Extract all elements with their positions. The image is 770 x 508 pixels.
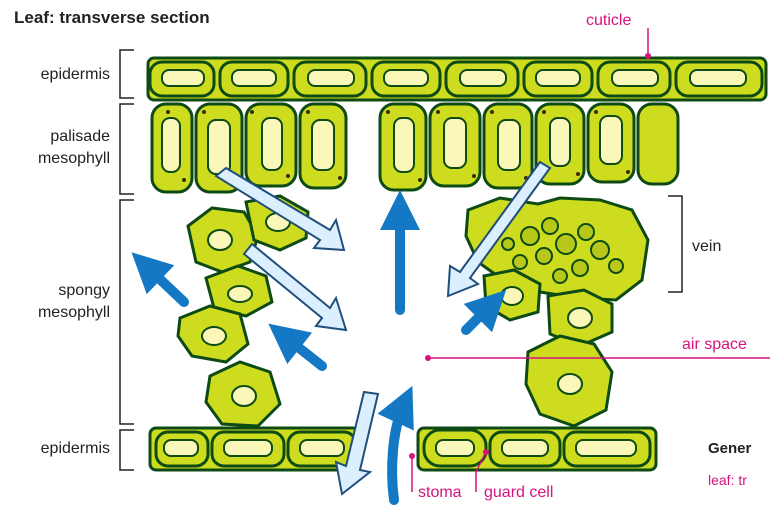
vein-label: vein (692, 238, 721, 256)
air-space-label: air space (682, 336, 747, 354)
stoma-label: stoma (418, 484, 462, 502)
epidermis-top-label: epidermis (41, 66, 110, 84)
epidermis-bottom-label: epidermis (41, 440, 110, 458)
cuticle-label: cuticle (586, 12, 631, 30)
diagram-title: Leaf: transverse section (14, 8, 210, 28)
spongy-label-line2: mesophyll (38, 304, 110, 322)
spongy-label-line1: spongy (58, 282, 110, 300)
guard-cell-label: guard cell (484, 484, 553, 502)
palisade-label-line2: mesophyll (38, 150, 110, 168)
left-brackets (120, 50, 134, 470)
footer-heading: Gener (708, 440, 751, 457)
palisade-label-line1: palisade (50, 128, 110, 146)
footer-caption: leaf: tr (708, 472, 747, 488)
vein-bracket (668, 196, 682, 292)
